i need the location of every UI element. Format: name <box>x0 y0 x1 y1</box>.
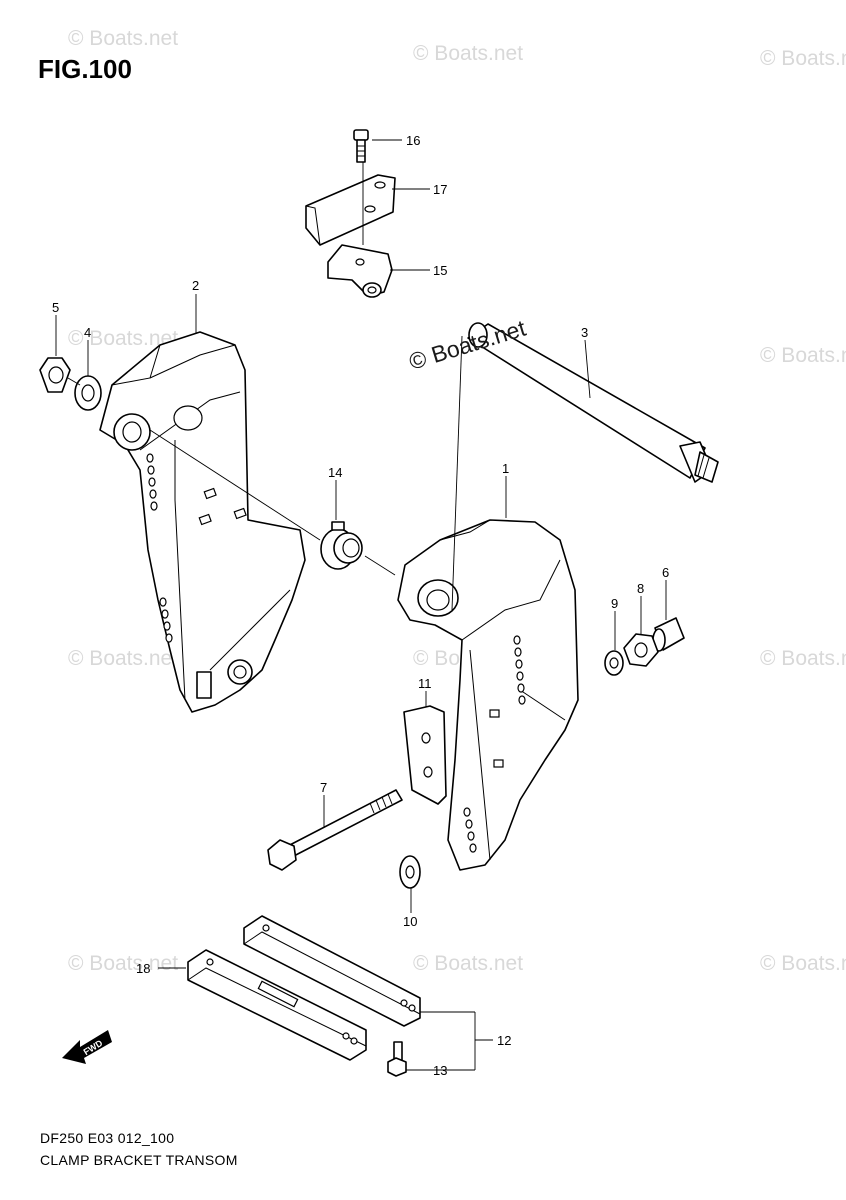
callout-7: 7 <box>320 780 327 795</box>
part-2-clamp-bracket-left <box>99 331 306 713</box>
callout-12: 12 <box>497 1033 511 1048</box>
callout-16: 16 <box>406 133 420 148</box>
part-17-cover <box>305 174 396 246</box>
part-8-nut <box>623 633 659 667</box>
callout-6: 6 <box>662 565 669 580</box>
watermark: © Boats.net <box>68 952 178 975</box>
assembly-lines <box>67 162 463 611</box>
model-code: DF250 E03 012_100 <box>40 1130 174 1146</box>
figure-caption: CLAMP BRACKET TRANSOM <box>40 1152 238 1168</box>
watermark: © Boats.net <box>68 27 178 50</box>
callout-5: 5 <box>52 300 59 315</box>
watermark: © Boats.net <box>413 952 523 975</box>
part-16-bolt <box>353 129 369 163</box>
callout-8: 8 <box>637 581 644 596</box>
part-13-screw <box>387 1041 407 1077</box>
callout-11: 11 <box>418 676 432 691</box>
callout-2: 2 <box>192 278 199 293</box>
watermark: © Boats.net <box>760 647 846 670</box>
callout-15: 15 <box>433 263 447 278</box>
watermark: © Boats.net <box>760 952 846 975</box>
callout-13: 13 <box>433 1063 447 1078</box>
callout-9: 9 <box>611 596 618 611</box>
callout-18: 18 <box>136 961 150 976</box>
watermark: © Boats.net <box>413 42 523 65</box>
part-12-transom-plate-upper <box>243 915 421 1027</box>
callout-1: 1 <box>502 461 509 476</box>
callout-10: 10 <box>403 914 417 929</box>
watermark: © Boats.net <box>760 344 846 367</box>
fwd-arrow-icon: FWD <box>62 1030 112 1064</box>
part-3-tilt-tube <box>467 322 719 483</box>
part-4-washer <box>74 375 102 411</box>
part-11-plate <box>403 705 447 805</box>
part-6-collar <box>652 617 685 652</box>
leader-lines <box>55 139 667 1071</box>
watermark: © Boats.net <box>760 47 846 70</box>
part-14-bushing <box>320 521 363 570</box>
part-5-nut <box>39 357 71 393</box>
watermark: © Boats.net <box>68 327 178 350</box>
callout-14: 14 <box>328 465 342 480</box>
adjust-holes <box>463 635 526 853</box>
callout-3: 3 <box>581 325 588 340</box>
part-10-washer <box>399 855 421 889</box>
callout-labels: 16 17 15 2 5 4 3 1 14 6 8 9 11 7 10 18 1… <box>52 133 669 1078</box>
figure-title: FIG.100 <box>38 54 132 84</box>
watermark: © Boats.net <box>68 647 178 670</box>
callout-17: 17 <box>433 182 447 197</box>
part-15-bracket <box>327 244 393 298</box>
part-1-clamp-bracket-right <box>397 519 579 871</box>
part-7-bolt <box>267 789 403 871</box>
adjust-holes <box>146 453 173 643</box>
part-18-transom-plate-lower <box>187 949 367 1061</box>
callout-4: 4 <box>84 325 91 340</box>
part-9-washer <box>604 650 624 676</box>
